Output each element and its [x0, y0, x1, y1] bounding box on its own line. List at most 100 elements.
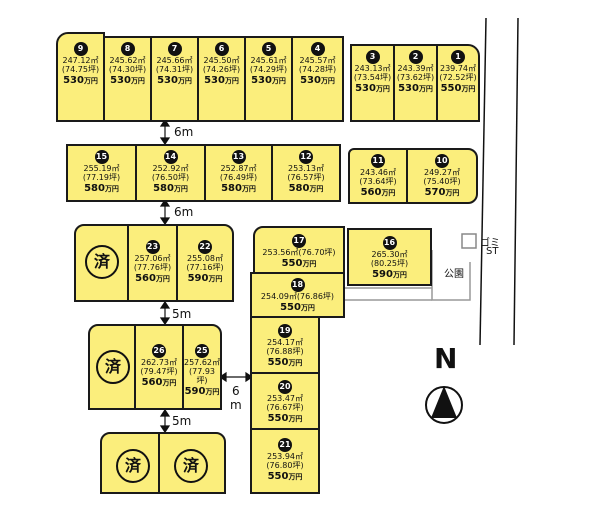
lot-area: 249.27㎡: [424, 168, 460, 177]
sold-mark: 済: [174, 449, 208, 483]
lot-number: 19: [278, 324, 292, 338]
lot-number: 16: [382, 236, 397, 250]
road-width-5m-lower: 5m: [172, 414, 192, 428]
park-outline: [431, 250, 471, 301]
lot-area: 253.94㎡: [267, 452, 303, 461]
lot-price: 550万円: [280, 302, 315, 313]
lot-area: 245.66㎡: [156, 56, 193, 65]
lot-7[interactable]: 7 245.66㎡ (74.31坪) 530万円: [150, 36, 199, 122]
lot-tsubo: (74.30坪): [108, 65, 147, 74]
lot-tsubo: (72.52坪): [439, 73, 477, 82]
lot-price: 530万円: [398, 83, 433, 94]
lot-number: 26: [152, 344, 166, 358]
lot-tsubo: (77.76坪): [133, 263, 172, 272]
lot-tsubo: (74.31坪): [155, 65, 194, 74]
lot-price: 560万円: [135, 273, 170, 284]
lot-price: 550万円: [267, 413, 303, 424]
lot-22[interactable]: 22 255.08㎡ (77.16坪) 590万円: [176, 224, 234, 302]
lot-10[interactable]: 10 249.27㎡ (75.40坪) 570万円: [406, 148, 478, 204]
lot-12[interactable]: 12 253.13㎡ (76.57坪) 580万円: [271, 144, 341, 202]
lot-tsubo: (74.29坪): [249, 65, 288, 74]
lot-15[interactable]: 15 255.19㎡ (77.19坪) 580万円: [66, 144, 137, 202]
lot-8[interactable]: 8 245.62㎡ (74.30坪) 530万円: [103, 36, 152, 122]
lot-25[interactable]: 25 257.62㎡ (77.93坪) 590万円: [182, 324, 222, 410]
lot-tsubo: (74.75坪): [61, 65, 100, 74]
lot-area: 252.92㎡: [152, 164, 189, 173]
lot-number: 6: [214, 42, 229, 56]
lot-2[interactable]: 2 243.39㎡ (73.62坪) 530万円: [393, 44, 438, 122]
lot-21[interactable]: 21 253.94㎡ (76.80坪) 550万円: [250, 428, 320, 494]
road-width-6m-middle: 6m: [174, 205, 194, 219]
lot-area: 255.08㎡: [187, 254, 223, 263]
lot-price: 550万円: [440, 83, 476, 94]
boundary-line-east-2: [513, 17, 519, 346]
sold-mark: 済: [116, 449, 150, 483]
lot-area: 247.12㎡: [62, 56, 99, 65]
lot-tsubo: (74.26坪): [202, 65, 241, 74]
lot-price: 550万円: [267, 471, 303, 482]
lot-tsubo: (77.19坪): [82, 173, 121, 182]
lot-area: 245.61㎡: [250, 56, 287, 65]
lot-area: 243.46㎡: [360, 168, 396, 177]
lot-price: 560万円: [360, 187, 396, 198]
lot-tsubo: (80.25坪): [370, 259, 409, 268]
lot-area: 245.62㎡: [109, 56, 146, 65]
lot-price: 530万円: [204, 75, 239, 86]
lot-price: 580万円: [84, 183, 119, 194]
lot-number: 3: [365, 50, 380, 64]
lot-price: 530万円: [157, 75, 192, 86]
lot-23[interactable]: 23 257.06㎡ (77.76坪) 560万円: [127, 224, 178, 302]
lot-tsubo: (73.54坪): [353, 73, 392, 82]
lot-number: 13: [231, 150, 246, 164]
lot-price: 550万円: [281, 258, 317, 269]
compass-arrow: [431, 386, 457, 418]
lot-number: 10: [435, 154, 449, 168]
lot-9[interactable]: 9 247.12㎡ (74.75坪) 530万円: [56, 32, 105, 122]
lot-area: 257.06㎡: [134, 254, 171, 263]
lot-17[interactable]: 17 253.56㎡(76.70坪) 550万円: [253, 226, 345, 274]
lot-4[interactable]: 4 245.57㎡ (74.28坪) 530万円: [291, 36, 344, 122]
lot-price: 530万円: [300, 75, 335, 86]
lot-tsubo: (76.67坪): [266, 403, 304, 412]
lot-price: 580万円: [288, 183, 324, 194]
lot-price: 560万円: [141, 377, 177, 388]
lot-6[interactable]: 6 245.50㎡ (74.26坪) 530万円: [197, 36, 246, 122]
road-arrows: [159, 118, 254, 434]
lot-tsubo: (77.16坪): [186, 263, 224, 272]
lot-price: 530万円: [355, 83, 390, 94]
lot-tsubo: (73.64坪): [359, 177, 397, 186]
garbage-station-box: [461, 233, 477, 249]
lot-price: 590万円: [187, 273, 223, 284]
lot-area: 243.39㎡: [397, 64, 434, 73]
lot-tsubo: (76.50坪): [151, 173, 190, 182]
lot-number: 23: [145, 240, 160, 254]
lot-number: 22: [198, 240, 212, 254]
lot-number: 5: [261, 42, 276, 56]
lot-18[interactable]: 18 254.09㎡(76.86坪) 550万円: [250, 272, 345, 318]
lot-number: 7: [167, 42, 182, 56]
lot-11[interactable]: 11 243.46㎡ (73.64坪) 560万円: [348, 148, 408, 204]
park-label: 公園: [444, 269, 464, 280]
lot-tsubo: (76.49坪): [219, 173, 258, 182]
lot-number: 14: [163, 150, 178, 164]
lot-13[interactable]: 13 252.87㎡ (76.49坪) 580万円: [204, 144, 273, 202]
road-width-6m-vertical: 6 m: [230, 384, 242, 412]
lot-16[interactable]: 16 265.30㎡ (80.25坪) 590万円: [347, 228, 432, 286]
lot-19[interactable]: 19 254.17㎡ (76.88坪) 550万円: [250, 316, 320, 374]
lot-price: 590万円: [184, 386, 220, 397]
lot-number: 15: [94, 150, 109, 164]
lot-3[interactable]: 3 243.13㎡ (73.54坪) 530万円: [350, 44, 395, 122]
road-width-6m-upper: 6m: [174, 125, 194, 139]
lot-5[interactable]: 5 245.61㎡ (74.29坪) 530万円: [244, 36, 293, 122]
lot-number: 25: [195, 344, 209, 358]
lot-26[interactable]: 26 262.73㎡ (79.47坪) 560万円: [134, 324, 184, 410]
lot-20[interactable]: 20 253.47㎡ (76.67坪) 550万円: [250, 372, 320, 430]
lot-area: 255.19㎡: [83, 164, 120, 173]
garbage-station-label: ゴミ: [480, 238, 500, 249]
sold-mark: 済: [96, 350, 130, 384]
lot-14[interactable]: 14 252.92㎡ (76.50坪) 580万円: [135, 144, 206, 202]
lot-1[interactable]: 1 239.74㎡ (72.52坪) 550万円: [436, 44, 480, 122]
lot-number: 12: [299, 150, 313, 164]
lot-area: 253.13㎡: [288, 164, 324, 173]
north-label: N: [434, 342, 458, 375]
